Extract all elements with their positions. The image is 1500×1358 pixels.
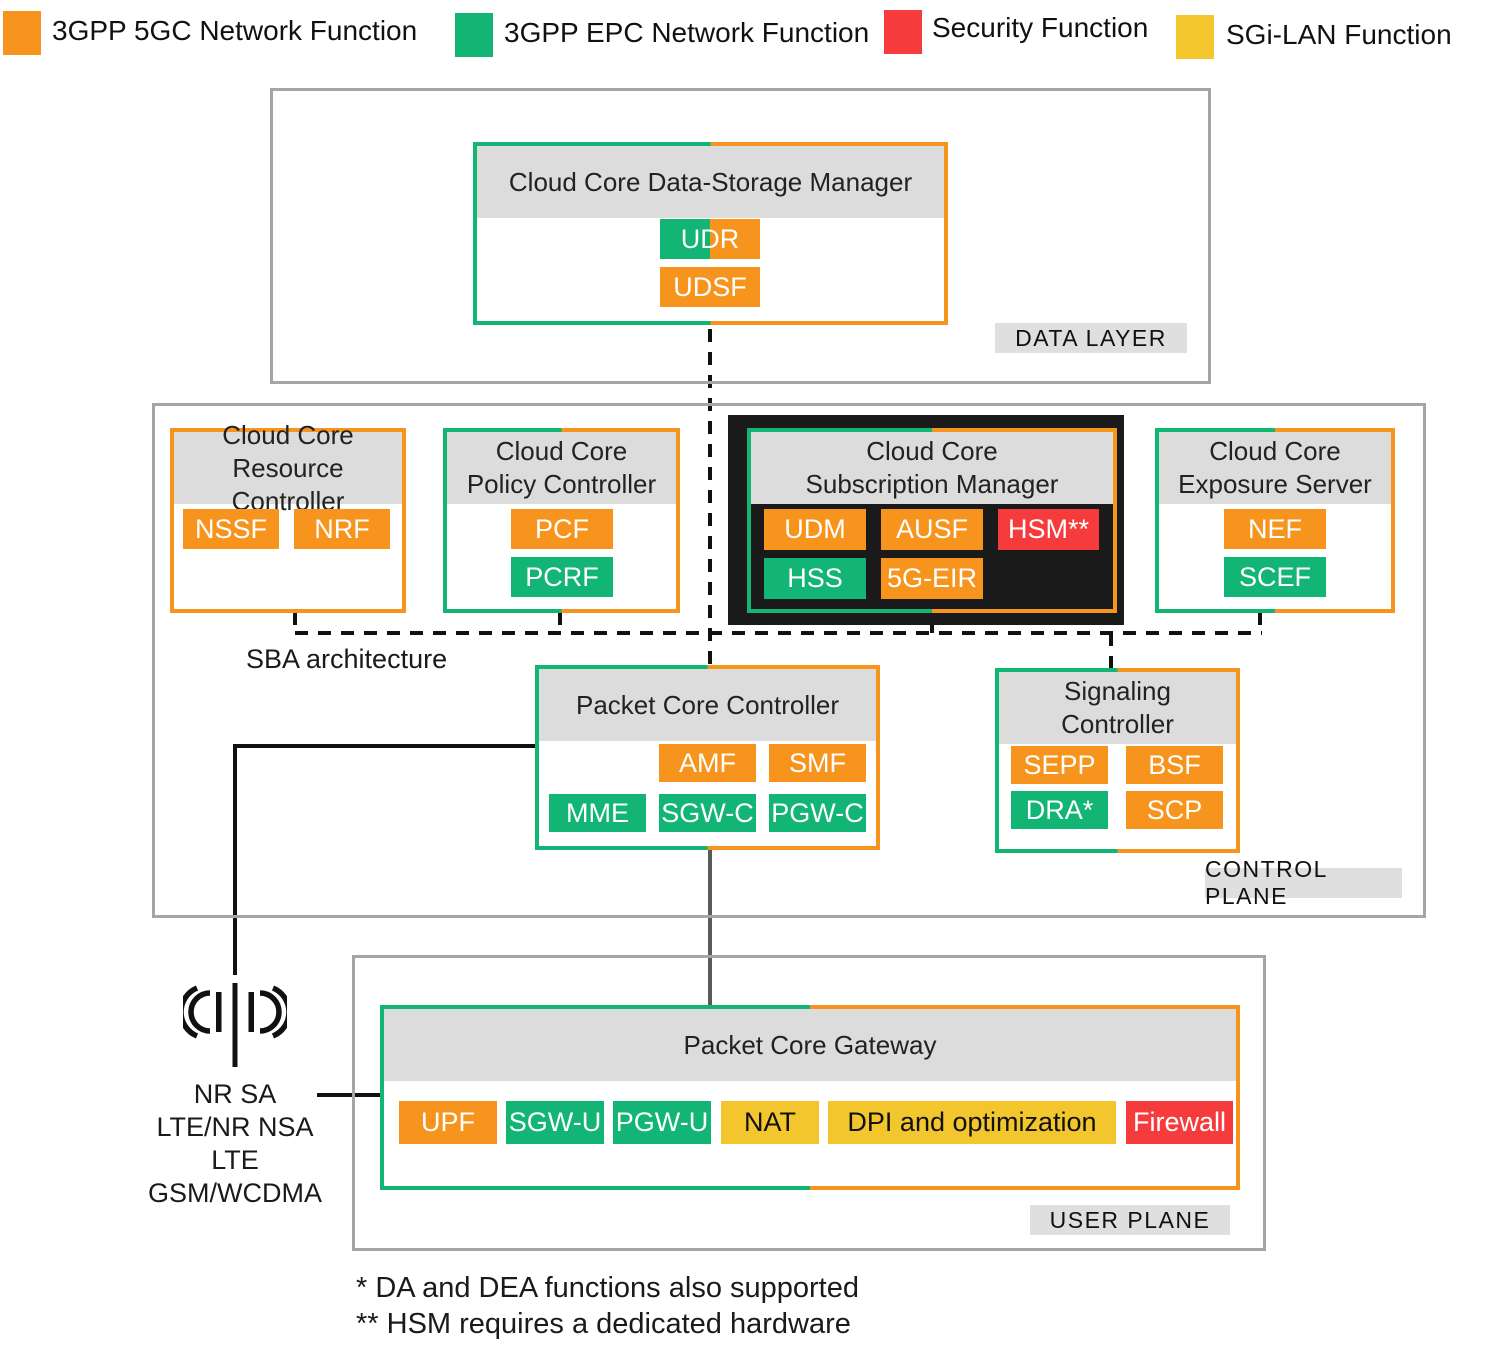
badge-scef: SCEF (1224, 557, 1326, 597)
data-layer-label: DATA LAYER (995, 323, 1187, 353)
policy-controller-title-line2: Policy Controller (466, 469, 657, 499)
badge-dpi: DPI and optimization (828, 1101, 1116, 1144)
connector-ran-vertical (233, 744, 237, 975)
badge-pgw-c: PGW-C (769, 794, 866, 832)
legend-swatch-5gc-icon (3, 11, 41, 55)
badge-firewall: Firewall (1126, 1101, 1233, 1144)
badge-sepp: SEPP (1011, 746, 1108, 784)
cloud-core-subscription-manager-box: Cloud Core Subscription Manager UDM AUSF… (747, 428, 1117, 613)
sba-bus-line (295, 631, 1262, 635)
signaling-controller-title-line2: Controller (1061, 709, 1174, 739)
packet-core-controller-box: Packet Core Controller AMF SMF MME SGW-C… (535, 665, 880, 850)
badge-sgw-u: SGW-U (506, 1101, 604, 1144)
legend-label-5gc: 3GPP 5GC Network Function (52, 15, 418, 46)
signaling-controller-title-line1: Signaling (1064, 676, 1171, 706)
connector-ran-to-userplane (317, 1093, 383, 1097)
legend-label-sgilan: SGi-LAN Function (1226, 19, 1452, 50)
badge-smf: SMF (769, 744, 866, 782)
badge-hsm: HSM** (998, 509, 1099, 550)
resource-controller-title-line1: Cloud Core (222, 419, 354, 450)
user-plane-label: USER PLANE (1030, 1205, 1230, 1235)
exposure-server-title-line2: Exposure Server (1178, 469, 1372, 499)
radio-line-gsm-wcdma: GSM/WCDMA (148, 1178, 322, 1208)
radio-line-nr-sa: NR SA (193, 1079, 277, 1109)
signaling-controller-box: Signaling Controller SEPP BSF DRA* SCP (995, 668, 1240, 853)
antenna-icon (183, 983, 287, 1067)
data-storage-manager-title: Cloud Core Data-Storage Manager (477, 146, 944, 218)
badge-udr: UDR (660, 219, 760, 259)
exposure-server-title-line1: Cloud Core (1209, 436, 1341, 466)
badge-5g-eir: 5G-EIR (881, 558, 983, 599)
stub-policy-controller (558, 612, 562, 633)
control-plane-container (152, 403, 1426, 918)
footnote-da-dea: * DA and DEA functions also supported (356, 1272, 859, 1304)
cloud-core-exposure-server-box: Cloud Core Exposure Server NEF SCEF (1155, 428, 1395, 613)
radio-line-lte: LTE (211, 1145, 259, 1175)
user-plane-container (352, 955, 1266, 1251)
stub-signaling-controller (1109, 633, 1113, 669)
stub-subscription-manager (930, 623, 934, 633)
connector-ran-horizontal (233, 744, 537, 748)
badge-upf: UPF (399, 1101, 497, 1144)
badge-pcf: PCF (511, 509, 613, 549)
policy-controller-title-line1: Cloud Core (495, 436, 628, 466)
cloud-core-policy-controller-box: Cloud Core Policy Controller PCF PCRF (443, 428, 680, 613)
connector-data-to-pcc (708, 306, 712, 666)
badge-hss: HSS (764, 558, 866, 599)
legend-swatch-epc-icon (455, 13, 493, 57)
badge-udsf: UDSF (660, 267, 760, 307)
badge-sgw-c: SGW-C (659, 794, 756, 832)
badge-pgw-u: PGW-U (613, 1101, 711, 1144)
footnote-hsm: ** HSM requires a dedicated hardware (356, 1308, 851, 1340)
resource-controller-title-line2: Resource Controller (231, 452, 345, 516)
packet-core-controller-title: Packet Core Controller (539, 669, 876, 741)
subscription-manager-highlight-frame: Cloud Core Subscription Manager UDM AUSF… (728, 415, 1124, 625)
subscription-manager-title-line2: Subscription Manager (805, 469, 1059, 499)
badge-mme: MME (549, 794, 646, 832)
stub-resource-controller (293, 612, 297, 633)
badge-bsf: BSF (1126, 746, 1223, 784)
subscription-manager-title-line1: Cloud Core (866, 436, 998, 466)
badge-udm: UDM (764, 509, 866, 550)
data-layer-container (270, 88, 1211, 384)
cloud-core-resource-controller-box: Cloud Core Resource Controller NSSF NRF (170, 420, 406, 613)
badge-amf: AMF (659, 744, 756, 782)
badge-scp: SCP (1126, 791, 1223, 829)
legend-label-security: Security Function (932, 12, 1149, 43)
connector-pcc-to-pcg (708, 850, 712, 1007)
legend-swatch-sgilan-icon (1176, 15, 1214, 59)
radio-line-lte-nr-nsa: LTE/NR NSA (156, 1112, 314, 1142)
badge-nrf: NRF (294, 509, 390, 549)
stub-exposure-server (1258, 612, 1262, 633)
radio-access-technologies: NR SA LTE/NR NSA LTE GSM/WCDMA (140, 1078, 330, 1210)
legend-label-epc: 3GPP EPC Network Function (504, 17, 870, 48)
packet-core-gateway-box: Packet Core Gateway UPF SGW-U PGW-U NAT … (380, 1005, 1240, 1190)
control-plane-label: CONTROL PLANE (1205, 856, 1402, 909)
badge-pcrf: PCRF (511, 557, 613, 597)
badge-nef: NEF (1224, 509, 1326, 549)
badge-ausf: AUSF (881, 509, 983, 550)
legend-swatch-security-icon (884, 10, 922, 54)
sba-architecture-label: SBA architecture (246, 644, 448, 674)
badge-nssf: NSSF (183, 509, 279, 549)
packet-core-gateway-title: Packet Core Gateway (384, 1009, 1236, 1081)
badge-dra: DRA* (1011, 791, 1108, 829)
cloud-core-data-storage-manager-box: Cloud Core Data-Storage Manager UDR UDSF (473, 142, 948, 325)
badge-nat: NAT (721, 1101, 819, 1144)
